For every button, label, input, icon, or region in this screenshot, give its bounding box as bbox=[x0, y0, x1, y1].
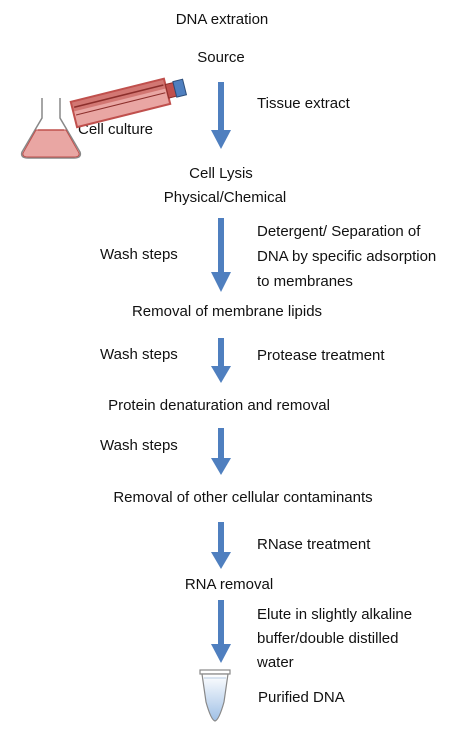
note-tissue-extract: Tissue extract bbox=[257, 95, 350, 112]
erlenmeyer-flask-icon bbox=[14, 96, 88, 162]
note-elute-3: water bbox=[257, 654, 294, 671]
arrow-down-icon bbox=[209, 428, 233, 476]
arrow-down-icon bbox=[209, 218, 233, 293]
step-source: Source bbox=[197, 49, 245, 66]
arrow-down-icon bbox=[209, 82, 233, 150]
note-elute-2: buffer/double distilled bbox=[257, 630, 399, 647]
note-protease: Protease treatment bbox=[257, 347, 385, 364]
culture-flask-icon bbox=[64, 70, 192, 130]
note-rnase: RNase treatment bbox=[257, 536, 371, 553]
arrow-down-icon bbox=[209, 600, 233, 664]
wash-steps-3: Wash steps bbox=[100, 437, 178, 454]
wash-steps-1: Wash steps bbox=[100, 246, 178, 263]
note-detergent-3: to membranes bbox=[257, 273, 353, 290]
arrow-down-icon bbox=[209, 522, 233, 570]
arrow-down-icon bbox=[209, 338, 233, 384]
step-contaminants: Removal of other cellular contaminants bbox=[113, 489, 373, 506]
eppendorf-tube-icon bbox=[197, 668, 233, 724]
step-membrane-lipids: Removal of membrane lipids bbox=[131, 303, 323, 320]
label-cell-culture: Cell culture bbox=[78, 121, 154, 138]
note-detergent-2: DNA by specific adsorption bbox=[257, 248, 437, 265]
step-rna-removal: RNA removal bbox=[184, 576, 274, 593]
note-detergent-1: Detergent/ Separation of bbox=[257, 223, 421, 240]
step-cell-lysis: Cell Lysis bbox=[189, 165, 253, 182]
step-purified-dna: Purified DNA bbox=[258, 689, 345, 706]
note-elute-1: Elute in slightly alkaline bbox=[257, 606, 413, 623]
diagram-title: DNA extration bbox=[175, 11, 269, 28]
step-protein-removal: Protein denaturation and removal bbox=[108, 397, 330, 414]
wash-steps-2: Wash steps bbox=[100, 346, 178, 363]
step-lysis-method: Physical/Chemical bbox=[163, 189, 287, 206]
